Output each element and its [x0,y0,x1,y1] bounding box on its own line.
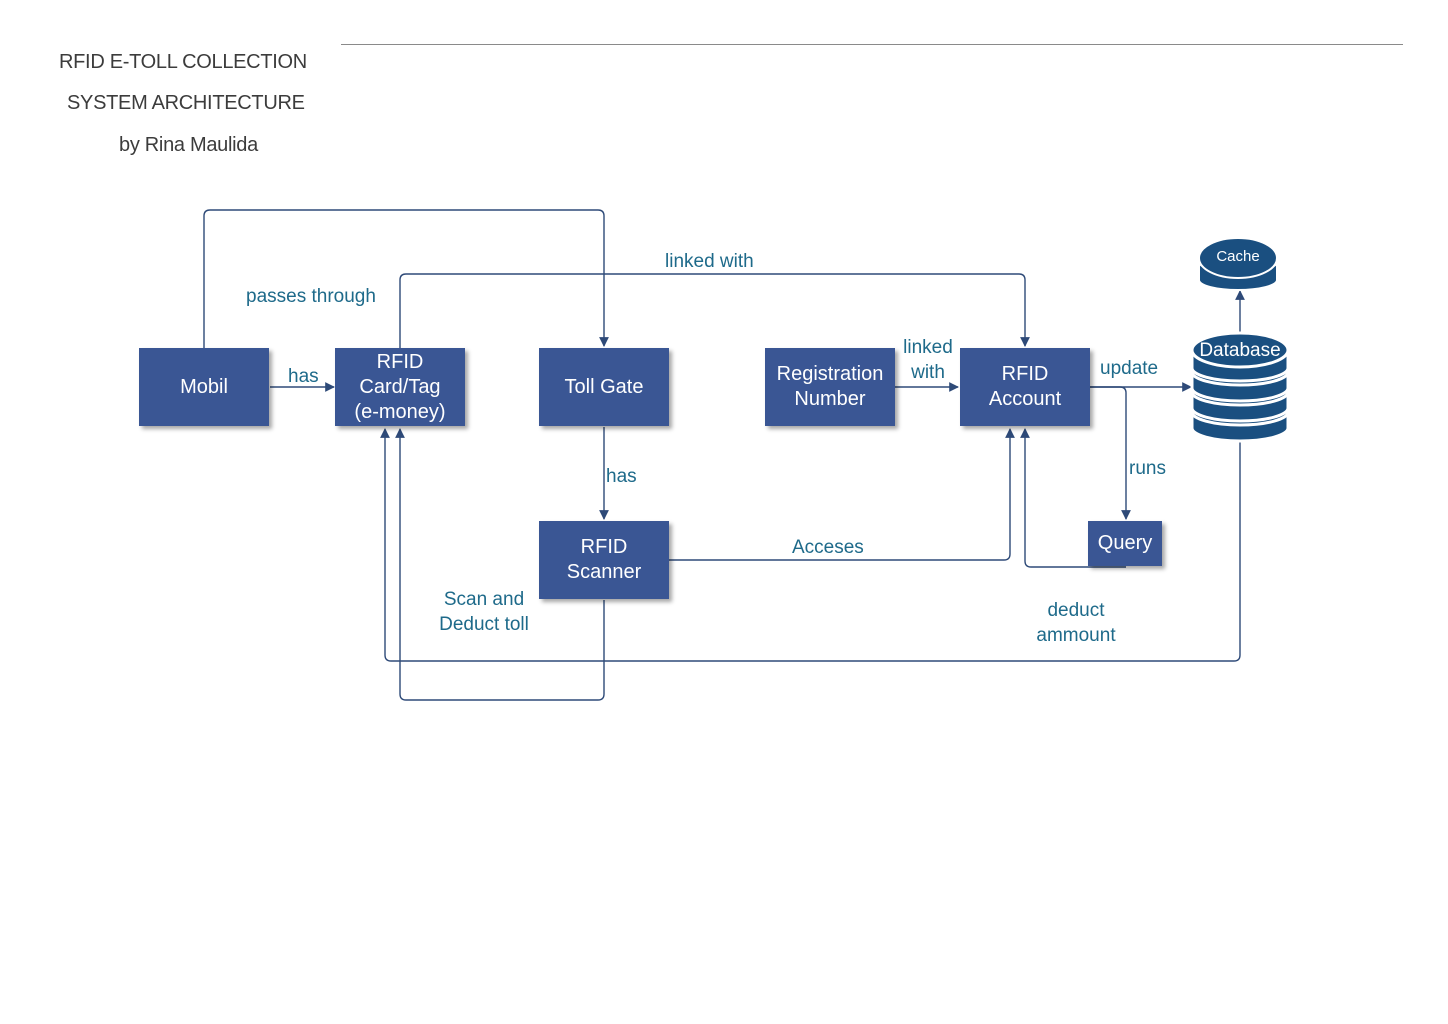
edge-scanner-account [669,428,1015,561]
label-deduct-ammount: deduct ammount [1036,600,1116,646]
database-label: Database [1199,340,1281,361]
label-update: update [1100,358,1159,379]
title-line-1: RFID E-TOLL COLLECTION [59,51,307,73]
database-icon [1190,331,1290,443]
header-rule [341,44,1403,45]
label-scan-deduct: Scan and Deduct toll [439,589,529,635]
edge-scanner-card [395,428,605,701]
edge-mobil-tollgate [203,209,609,348]
label-linked-with-reg: linked with [903,337,953,383]
edge-account-query [1090,386,1131,520]
edge-query-account [1020,428,1126,568]
edge-card-account [399,273,1030,348]
label-linked-with-top: linked with [665,251,754,272]
node-rfid-account: RFID Account [960,348,1090,426]
node-toll-gate: Toll Gate [539,348,669,426]
node-rfid-scanner: RFID Scanner [539,521,669,599]
label-passes-through: passes through [246,286,376,307]
node-registration-number: Registration Number [765,348,895,426]
node-query: Query [1088,521,1162,566]
author-line: by Rina Maulida [119,134,258,156]
label-has-card: has [288,366,319,387]
cache-label: Cache [1216,248,1260,265]
node-mobil: Mobil [139,348,269,426]
title-line-2: SYSTEM ARCHITECTURE [67,92,305,114]
label-has-scanner: has [606,466,637,487]
cache-icon [1198,237,1278,291]
label-runs: runs [1129,458,1166,479]
edge-database-card [380,428,1241,662]
label-acceses: Acceses [792,537,864,558]
node-rfid-card: RFID Card/Tag (e-money) [335,348,465,426]
